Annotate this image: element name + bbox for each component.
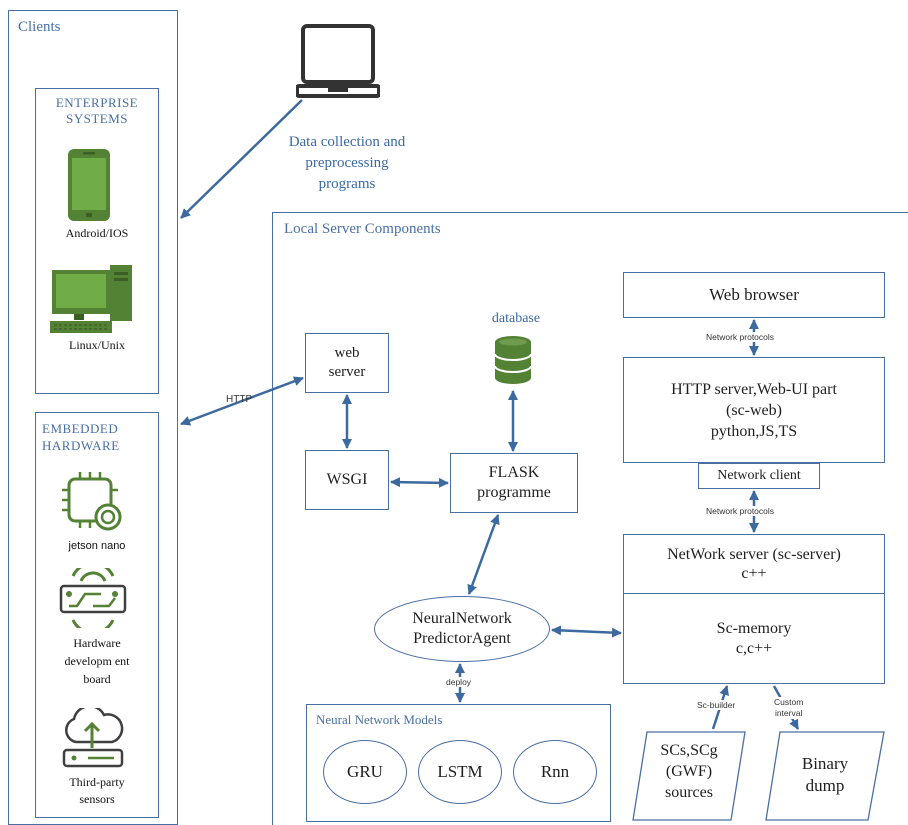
web-browser-box: Web browser (623, 272, 885, 318)
model-rnn: Rnn (513, 740, 597, 804)
embedded-hardware-panel (35, 412, 159, 818)
sensors-label-line2: sensors (79, 792, 115, 806)
model-lstm: LSTM (418, 740, 502, 804)
custom-interval-label: Custom interval (772, 697, 806, 719)
network-protocols-label-bottom: Network protocols (706, 506, 775, 516)
embedded-title-line1: EMBEDDED (42, 421, 119, 436)
enterprise-systems-panel (35, 88, 159, 394)
sources-line1: SCs,SCg (660, 742, 718, 759)
binary-dump-line2: dump (805, 776, 845, 795)
clients-title: Clients (18, 19, 61, 35)
embedded-title-line2: HARDWARE (42, 438, 120, 453)
local-server-frame (272, 212, 908, 825)
cloud-sensor-icon (62, 708, 124, 768)
jetson-nano-label: jetson nano (68, 540, 126, 552)
sc-memory-box: Sc-memory c,c++ (623, 593, 885, 684)
flask-box: FLASK programme (450, 453, 578, 513)
http-server-box: HTTP server,Web-UI part (sc-web) python,… (623, 357, 885, 463)
sc-memory-line2: c,c++ (735, 639, 773, 657)
board-label-line3: board (83, 672, 111, 686)
database-icon (494, 336, 532, 384)
sc-builder-label: Sc-builder (695, 700, 738, 710)
sources-parallelogram (632, 731, 746, 821)
web-browser-label: Web browser (709, 285, 799, 304)
custom-interval-line1: Custom (774, 697, 804, 707)
chip-icon (62, 472, 122, 531)
desktop-computer-icon (50, 265, 132, 333)
circuit-board-icon (59, 568, 127, 628)
agent-line2: PredictorAgent (413, 630, 511, 647)
deploy-label: deploy (443, 677, 475, 687)
agent-line1: NeuralNetwork (412, 610, 512, 627)
predictor-agent-ellipse: NeuralNetwork PredictorAgent (374, 596, 550, 662)
binary-dump-line1: Binary (801, 754, 849, 773)
binary-dump-label: Binary dump (766, 753, 884, 797)
network-client-box: Network client (698, 463, 820, 489)
custom-interval-line2: interval (774, 708, 803, 718)
network-protocols-label-top: Network protocols (706, 332, 775, 342)
board-label-line1: Hardware (73, 636, 121, 650)
network-server-line2: c++ (741, 565, 767, 582)
board-label-line2: developm ent (64, 654, 130, 668)
model-lstm-label: LSTM (437, 762, 483, 781)
model-gru-label: GRU (347, 762, 383, 781)
android-ios-label: Android/IOS (65, 226, 129, 240)
flask-agent-arrow (467, 514, 500, 595)
development-board-label: Hardware developm ent board (35, 634, 159, 688)
http-arrow (180, 376, 304, 426)
http-label: HTTP (226, 394, 253, 405)
http-server-line2: (sc-web) (726, 401, 782, 419)
data-collection-line2: preprocessing (305, 155, 389, 171)
models-title: Neural Network Models (316, 712, 443, 727)
wsgi-box: WSGI (305, 450, 389, 510)
http-server-line1: HTTP server,Web-UI part (671, 380, 837, 398)
linux-unix-label: Linux/Unix (69, 338, 125, 352)
sources-line3: sources (665, 784, 713, 801)
sources-label: SCs,SCg (GWF) sources (633, 740, 745, 803)
data-collection-label: Data collection and preprocessing progra… (262, 132, 432, 195)
laptop-to-clients-arrow (180, 99, 303, 219)
web-server-line1: web (334, 345, 360, 361)
data-collection-line1: Data collection and (288, 134, 406, 150)
database-label: database (491, 311, 541, 326)
enterprise-title-line1: ENTERPRISE (55, 95, 139, 110)
local-server-title: Local Server Components (284, 221, 441, 237)
network-server-line1: NetWork server (sc-server) (667, 546, 841, 563)
http-server-line3: python,JS,TS (710, 422, 798, 440)
binary-dump-parallelogram (765, 731, 885, 821)
network-server-box: NetWork server (sc-server) c++ (623, 534, 885, 594)
flask-line1: FLASK (488, 464, 540, 481)
sc-memory-line1: Sc-memory (716, 619, 792, 637)
wsgi-label: WSGI (326, 471, 368, 488)
sources-line2: (GWF) (665, 763, 713, 780)
enterprise-title-line2: SYSTEMS (65, 111, 129, 126)
data-collection-line3: programs (318, 176, 376, 192)
web-server-box: web server (305, 333, 389, 393)
web-server-line2: server (328, 364, 366, 380)
model-rnn-label: Rnn (540, 762, 570, 781)
third-party-sensors-label: Third-party sensors (35, 774, 159, 808)
laptop-icon (296, 24, 380, 98)
wsgi-flask-arrow (390, 477, 449, 488)
network-client-label: Network client (717, 468, 801, 483)
smartphone-icon (68, 149, 110, 221)
agent-memory-arrow (551, 625, 622, 638)
model-gru: GRU (323, 740, 407, 804)
enterprise-systems-title: ENTERPRISE SYSTEMS (35, 95, 159, 127)
embedded-hardware-title: EMBEDDED HARDWARE (42, 420, 120, 454)
sensors-label-line1: Third-party (69, 775, 125, 789)
neural-network-models-box (306, 704, 611, 822)
flask-line2: programme (477, 484, 551, 501)
